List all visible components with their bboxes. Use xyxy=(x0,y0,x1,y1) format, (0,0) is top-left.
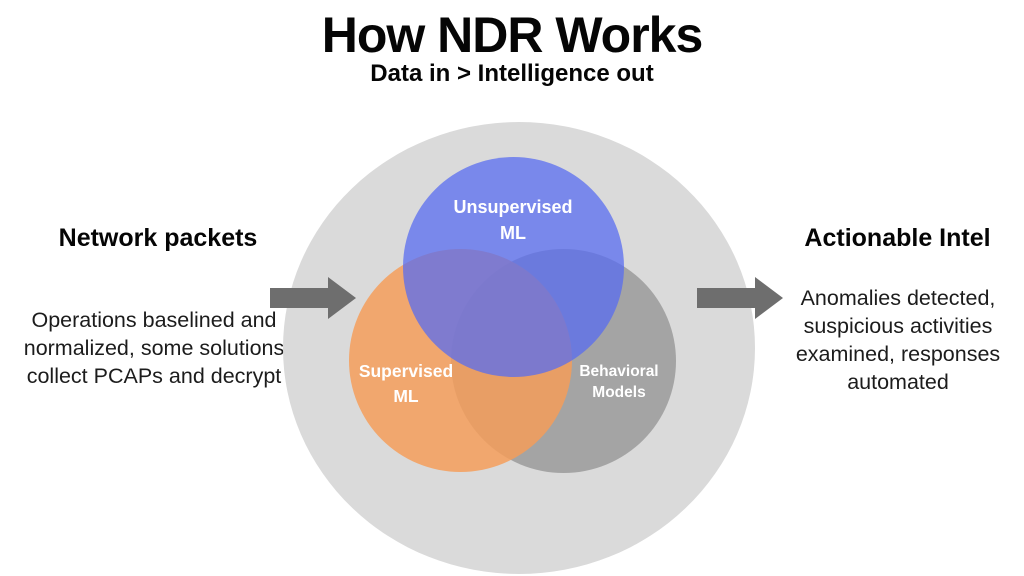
flow-out-arrow-icon xyxy=(697,277,783,319)
unsupervised-ml-circle xyxy=(403,157,624,377)
description-line: normalized, some solutions xyxy=(23,336,285,360)
supervised-ml-label: Supervised ML xyxy=(346,359,466,409)
page-subtitle: Data in > Intelligence out xyxy=(370,60,654,87)
description-line: collect PCAPs and decrypt xyxy=(26,364,282,388)
page-title: How NDR Works xyxy=(321,7,704,63)
unsupervised-ml-label: Unsupervised ML xyxy=(438,194,588,246)
behavioral-models-label: Behavioral Models xyxy=(559,361,679,403)
actionable-intel-heading: Actionable Intel xyxy=(804,224,991,252)
arrow-shape xyxy=(270,277,356,319)
description-line: examined, responses xyxy=(795,342,1001,366)
description-line: suspicious activities xyxy=(803,314,993,338)
network-packets-description: Operations baselined and normalized, som… xyxy=(0,306,308,390)
description-line: Operations baselined and xyxy=(31,308,277,332)
network-packets-heading: Network packets xyxy=(58,224,258,252)
label-line: Behavioral xyxy=(579,363,659,380)
description-line: Anomalies detected, xyxy=(800,286,996,310)
actionable-intel-description: Anomalies detected, suspicious activitie… xyxy=(778,284,1018,396)
label-line: ML xyxy=(393,386,419,406)
label-line: ML xyxy=(500,223,526,243)
label-line: Supervised xyxy=(358,361,454,381)
arrow-shape xyxy=(697,277,783,319)
label-line: Models xyxy=(592,384,646,401)
flow-in-arrow-icon xyxy=(270,277,356,319)
description-line: automated xyxy=(847,370,949,394)
label-line: Unsupervised xyxy=(453,197,573,217)
